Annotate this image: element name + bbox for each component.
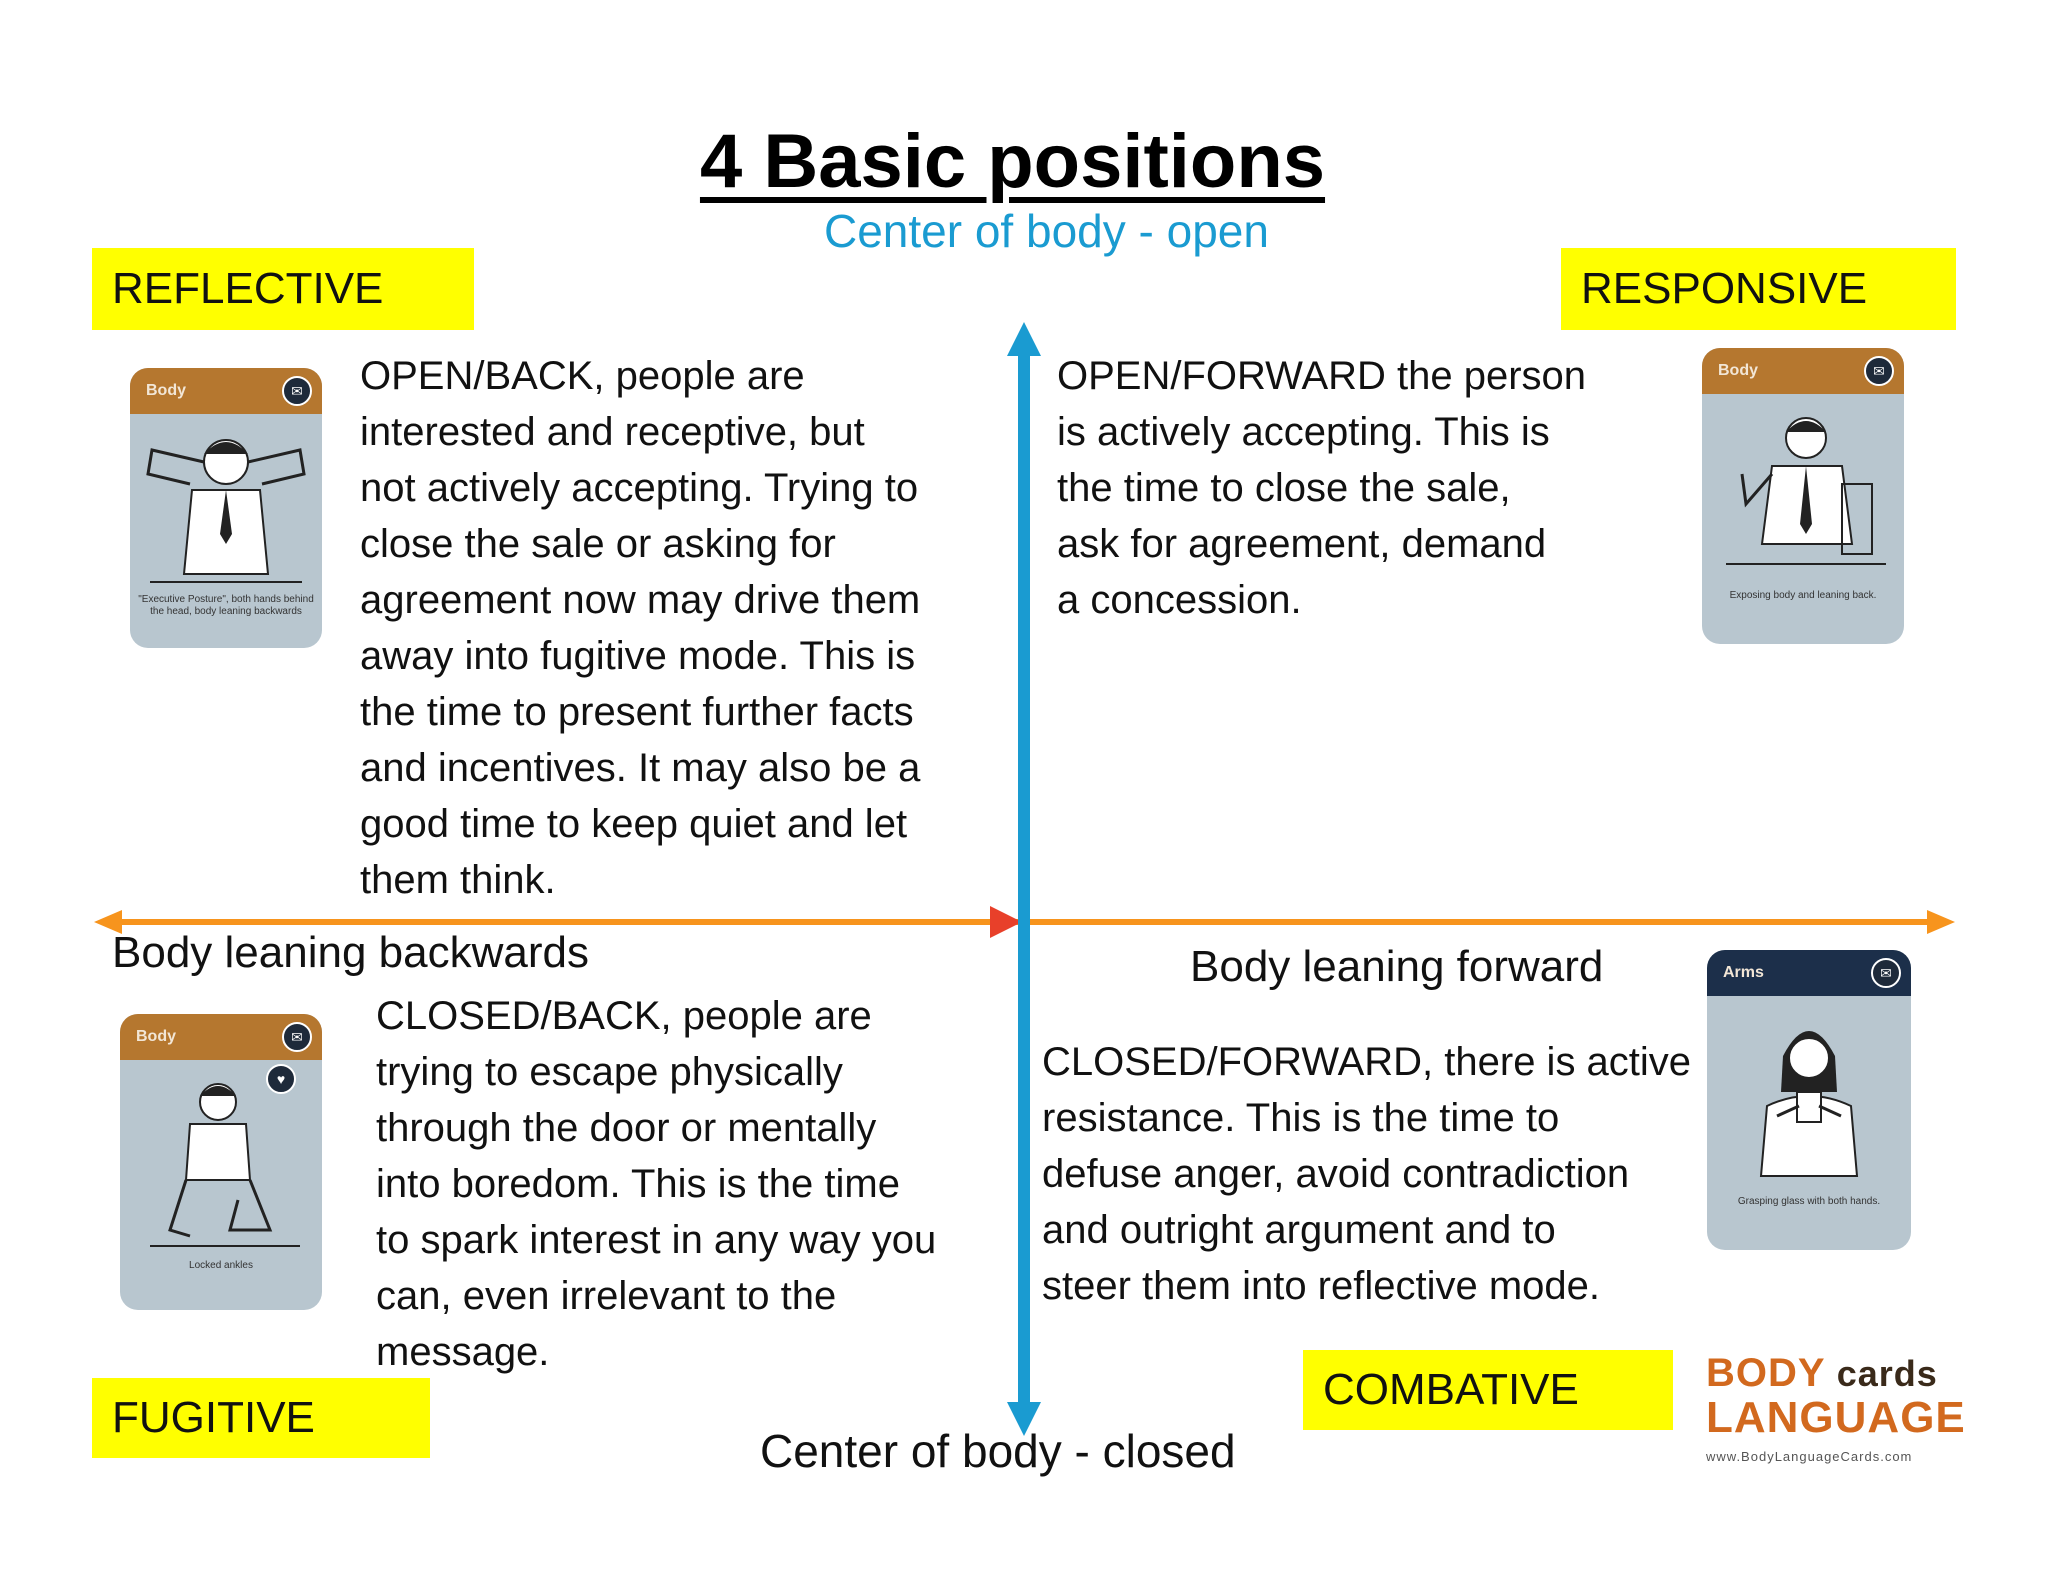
text-line: and incentives. It may also be a (360, 746, 921, 790)
label-combative: COMBATIVE (1303, 1350, 1673, 1430)
card-category: Body (136, 1028, 176, 1045)
card-caption: Locked ankles (189, 1260, 253, 1271)
logo-word-body: BODY (1706, 1351, 1826, 1395)
text-line: interested and receptive, but (360, 410, 865, 454)
axis-right-label: Body leaning forward (1190, 942, 1604, 991)
text-line: through the door or mentally (376, 1106, 877, 1150)
text-line: close the sale or asking for (360, 522, 836, 566)
card-category: Arms (1723, 964, 1764, 981)
card-responsive: Body ✉ Exposing body and leaning back. (1702, 348, 1904, 644)
top-arrowhead (1007, 322, 1041, 356)
reflective-text: OPEN/BACK, people are interested and rec… (360, 348, 1000, 908)
card-fugitive: Body ✉ ♥ Locked ankles (120, 1014, 322, 1310)
text-line: can, even irrelevant to the (376, 1274, 837, 1318)
text-line: not actively accepting. Trying to (360, 466, 919, 510)
text-line: message. (376, 1330, 550, 1374)
logo-word-cards: cards (1836, 1353, 1938, 1394)
figure-locked-ankles-illustration (150, 1083, 300, 1247)
envelope-icon: ✉ (1864, 356, 1894, 386)
text-line: trying to escape physically (376, 1050, 843, 1094)
figure-seated-leaning-illustration (1726, 417, 1886, 565)
label-responsive: RESPONSIVE (1561, 248, 1956, 330)
text-line: ask for agreement, demand (1057, 522, 1547, 566)
text-line: CLOSED/FORWARD, there is active (1042, 1040, 1692, 1084)
card-band: Body ✉ (1702, 348, 1904, 394)
label-fugitive: FUGITIVE (92, 1378, 430, 1458)
fugitive-text: CLOSED/BACK, people are trying to escape… (376, 988, 996, 1380)
card-band: Body ✉ (120, 1014, 322, 1060)
card-caption: Exposing body and leaning back. (1729, 590, 1877, 601)
text-line: agreement now may drive them (360, 578, 921, 622)
figure-grasping-glass-illustration (1759, 1031, 1859, 1177)
left-arrowhead (94, 910, 122, 934)
text-line: to spark interest in any way you (376, 1218, 937, 1262)
axis-top-label: Center of body - open (824, 205, 1269, 257)
broken-heart-icon: ♥ (266, 1064, 296, 1094)
combative-text: CLOSED/FORWARD, there is active resistan… (1042, 1034, 1702, 1314)
axis-left-label: Body leaning backwards (112, 928, 589, 977)
card-category: Body (146, 382, 186, 399)
envelope-icon: ✉ (1871, 958, 1901, 988)
card-category: Body (1718, 362, 1758, 379)
envelope-icon: ✉ (282, 1022, 312, 1052)
logo-word-language: LANGUAGE (1706, 1393, 1966, 1442)
text-line: OPEN/BACK, people are (360, 354, 805, 398)
figure-hands-behind-head-illustration (146, 439, 306, 583)
center-arrowhead (990, 906, 1022, 938)
text-line: resistance. This is the time to (1042, 1096, 1560, 1140)
envelope-icon: ✉ (282, 376, 312, 406)
text-line: OPEN/FORWARD the person (1057, 354, 1587, 398)
text-line: good time to keep quiet and let (360, 802, 908, 846)
page-title: 4 Basic positions (699, 119, 1326, 204)
body-language-cards-logo: BODY cards LANGUAGE www.BodyLanguageCard… (1706, 1351, 1966, 1482)
logo-url: www.BodyLanguageCards.com (1706, 1449, 1913, 1464)
text-line: is actively accepting. This is (1057, 410, 1550, 454)
card-combative: Arms ✉ Grasping glass with both hands. (1707, 950, 1911, 1250)
bottom-arrowhead (1007, 1402, 1041, 1436)
text-line: away into fugitive mode. This is (360, 634, 916, 678)
right-arrowhead (1927, 910, 1955, 934)
text-line: and outright argument and to (1042, 1208, 1556, 1252)
card-reflective: Body ✉ "Executive Posture", both hands b… (130, 368, 322, 648)
text-line: a concession. (1057, 578, 1302, 622)
card-band: Arms ✉ (1707, 950, 1911, 996)
text-line: defuse anger, avoid contradiction (1042, 1152, 1630, 1196)
text-line: them think. (360, 858, 556, 902)
label-reflective: REFLECTIVE (92, 248, 474, 330)
text-line: into boredom. This is the time (376, 1162, 900, 1206)
text-line: steer them into reflective mode. (1042, 1264, 1601, 1308)
text-line: the time to close the sale, (1057, 466, 1511, 510)
card-caption: Grasping glass with both hands. (1737, 1196, 1881, 1207)
card-band: Body ✉ (130, 368, 322, 414)
text-line: the time to present further facts (360, 690, 914, 734)
text-line: CLOSED/BACK, people are (376, 994, 872, 1038)
card-caption: "Executive Posture", both hands behind (138, 594, 314, 605)
responsive-text: OPEN/FORWARD the person is actively acce… (1057, 348, 1617, 628)
axis-bottom-label: Center of body - closed (760, 1425, 1236, 1477)
card-caption: the head, body leaning backwards (150, 606, 302, 617)
